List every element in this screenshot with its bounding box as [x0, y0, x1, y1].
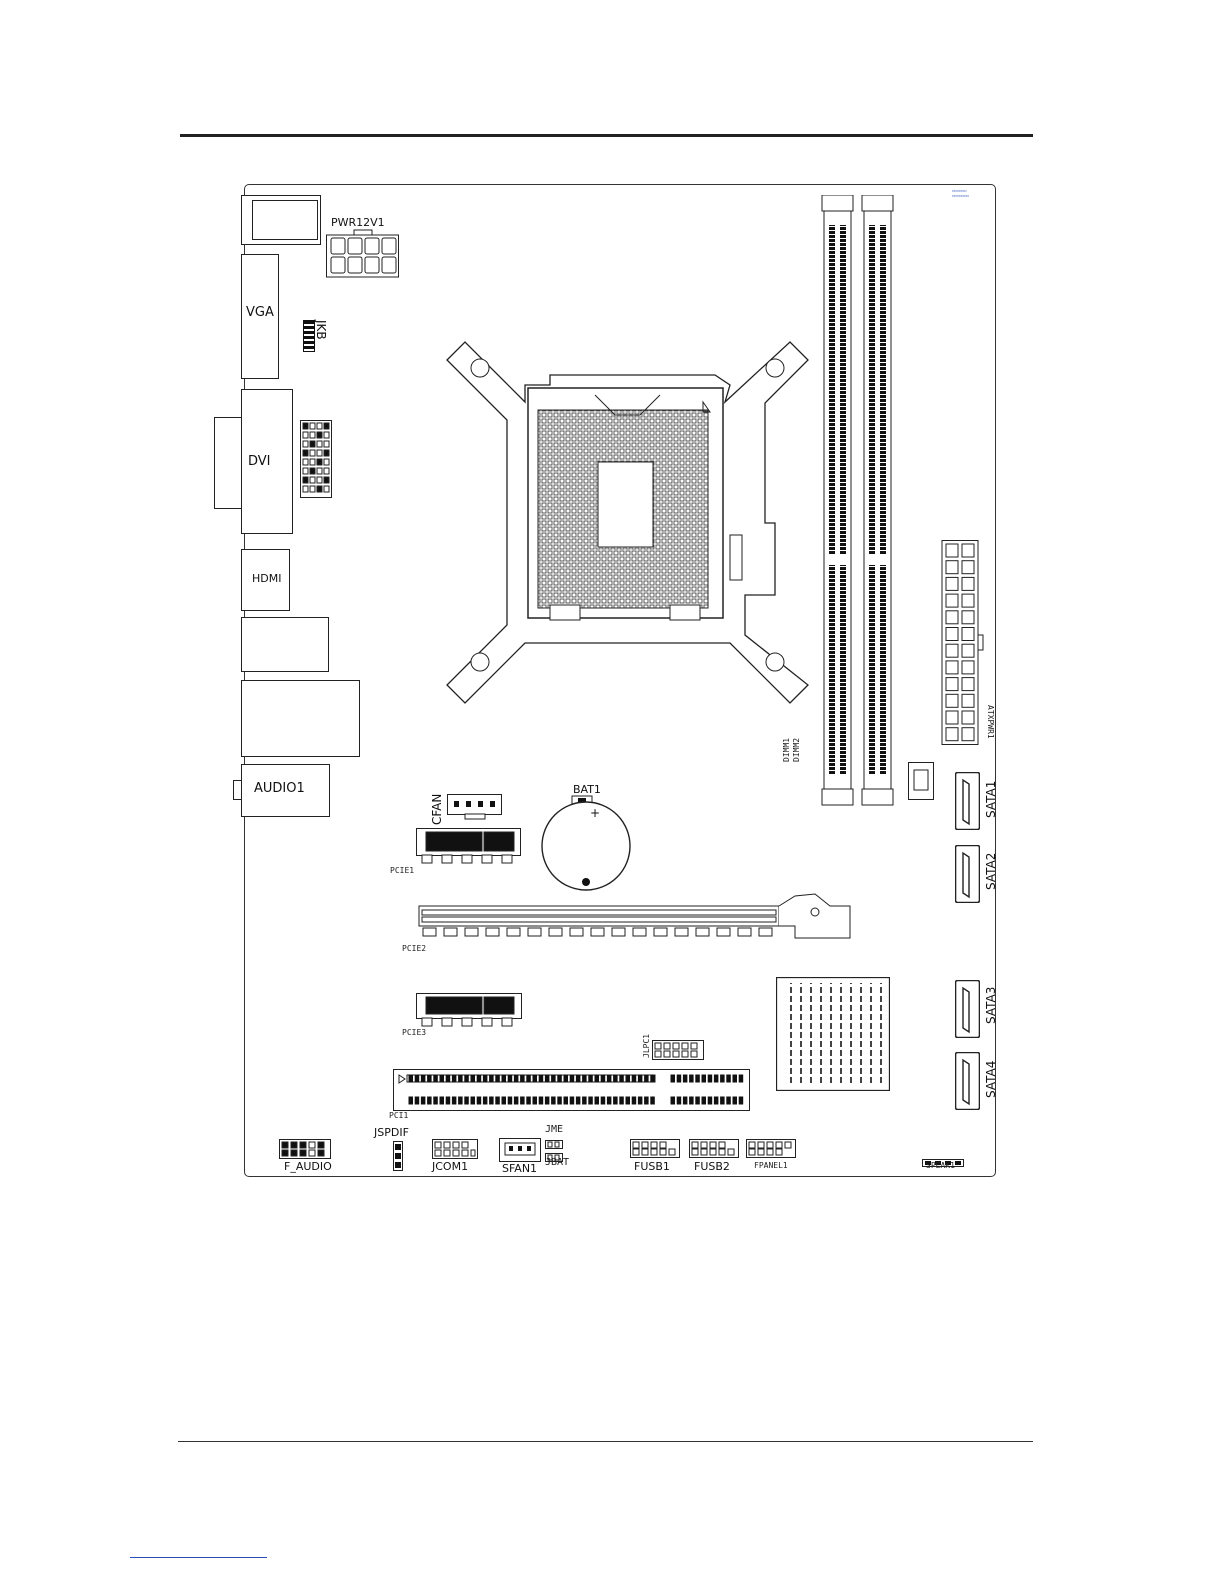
sata4-label: SATA4	[984, 1061, 998, 1098]
jcom1-label: JCOM1	[432, 1160, 468, 1173]
vga-label: VGA	[246, 305, 274, 320]
hdmi-label: HDMI	[252, 572, 281, 585]
jkb-label: JKB	[314, 320, 328, 340]
jcom1-header	[432, 1139, 478, 1159]
fusb2-header	[689, 1139, 739, 1158]
sfan1-header	[499, 1138, 541, 1162]
sata3-port	[955, 980, 980, 1038]
fusb1-header	[630, 1139, 680, 1158]
cpu-socket	[445, 340, 810, 705]
dvi-port: DVI	[241, 389, 293, 534]
dvi-label: DVI	[248, 454, 271, 469]
dimm2-slot	[860, 195, 895, 815]
pcie2-label: PCIE2	[402, 944, 426, 953]
sata4-port	[955, 1052, 980, 1110]
hdmi-port: HDMI	[241, 549, 290, 611]
board-revision-mark: ▭▭▭▭▭▭▭▭▭▭▭▭▭	[952, 188, 969, 198]
footer-rule	[178, 1441, 1033, 1442]
footer-link-underline	[130, 1557, 267, 1558]
atxpwr1-label: ATXPWR1	[986, 705, 995, 739]
speak1-header	[922, 1152, 964, 1160]
pci1-slot	[393, 1069, 750, 1111]
fpanel1-label: FPANEL1	[754, 1161, 788, 1170]
fusb2-label: FUSB2	[694, 1160, 730, 1173]
dvi-bracket	[214, 417, 244, 509]
pwr12v1-connector	[326, 228, 399, 278]
dimm2-label: DIMM2	[792, 738, 801, 762]
battery-plus-mark: +	[590, 806, 600, 820]
lan-usb-stack	[241, 680, 360, 757]
jspdif-header	[393, 1141, 403, 1171]
header-rule	[180, 134, 1033, 137]
cfan-label: CFAN	[430, 794, 444, 825]
f-audio-label: F_AUDIO	[284, 1160, 332, 1173]
sata2-port	[955, 845, 980, 903]
chipset-heatsink	[776, 977, 890, 1091]
jspdif-label: JSPDIF	[374, 1126, 409, 1139]
sata3-label: SATA3	[984, 987, 998, 1024]
pcie3-slot	[416, 993, 522, 1028]
sysfan-header-2	[908, 762, 934, 800]
vga-port: VGA	[241, 254, 279, 379]
sata1-port	[955, 772, 980, 830]
fusb1-label: FUSB1	[634, 1160, 670, 1173]
dimm1-slot	[820, 195, 855, 815]
jlpc1-header	[652, 1040, 704, 1060]
dimm1-label: DIMM1	[782, 738, 791, 762]
audio1-label: AUDIO1	[254, 781, 305, 796]
audio1-port: AUDIO1	[241, 764, 330, 817]
dvi-pin-header	[300, 420, 332, 498]
pcie2-slot	[415, 888, 855, 945]
cfan-header	[447, 794, 502, 820]
ps2-port	[241, 195, 321, 245]
speak1-label: SPEAK1	[926, 1161, 955, 1170]
sata1-label: SATA1	[984, 781, 998, 818]
f-audio-header	[279, 1139, 331, 1159]
battery-bat1	[540, 794, 634, 892]
atxpwr1-connector	[940, 540, 990, 745]
sata2-label: SATA2	[984, 853, 998, 890]
pcie1-label: PCIE1	[390, 866, 414, 875]
jbat-jumper	[545, 1147, 563, 1156]
jbat-label: JBAT	[545, 1157, 569, 1168]
jlpc1-label: JLPC1	[642, 1034, 651, 1058]
pci1-label: PCI1	[389, 1111, 408, 1120]
fpanel1-header	[746, 1139, 796, 1158]
sfan1-label: SFAN1	[502, 1162, 537, 1175]
jme-jumper	[545, 1134, 563, 1143]
pcie3-label: PCIE3	[402, 1028, 426, 1037]
pcie1-slot	[416, 828, 521, 865]
usb-port-stack	[241, 617, 329, 672]
